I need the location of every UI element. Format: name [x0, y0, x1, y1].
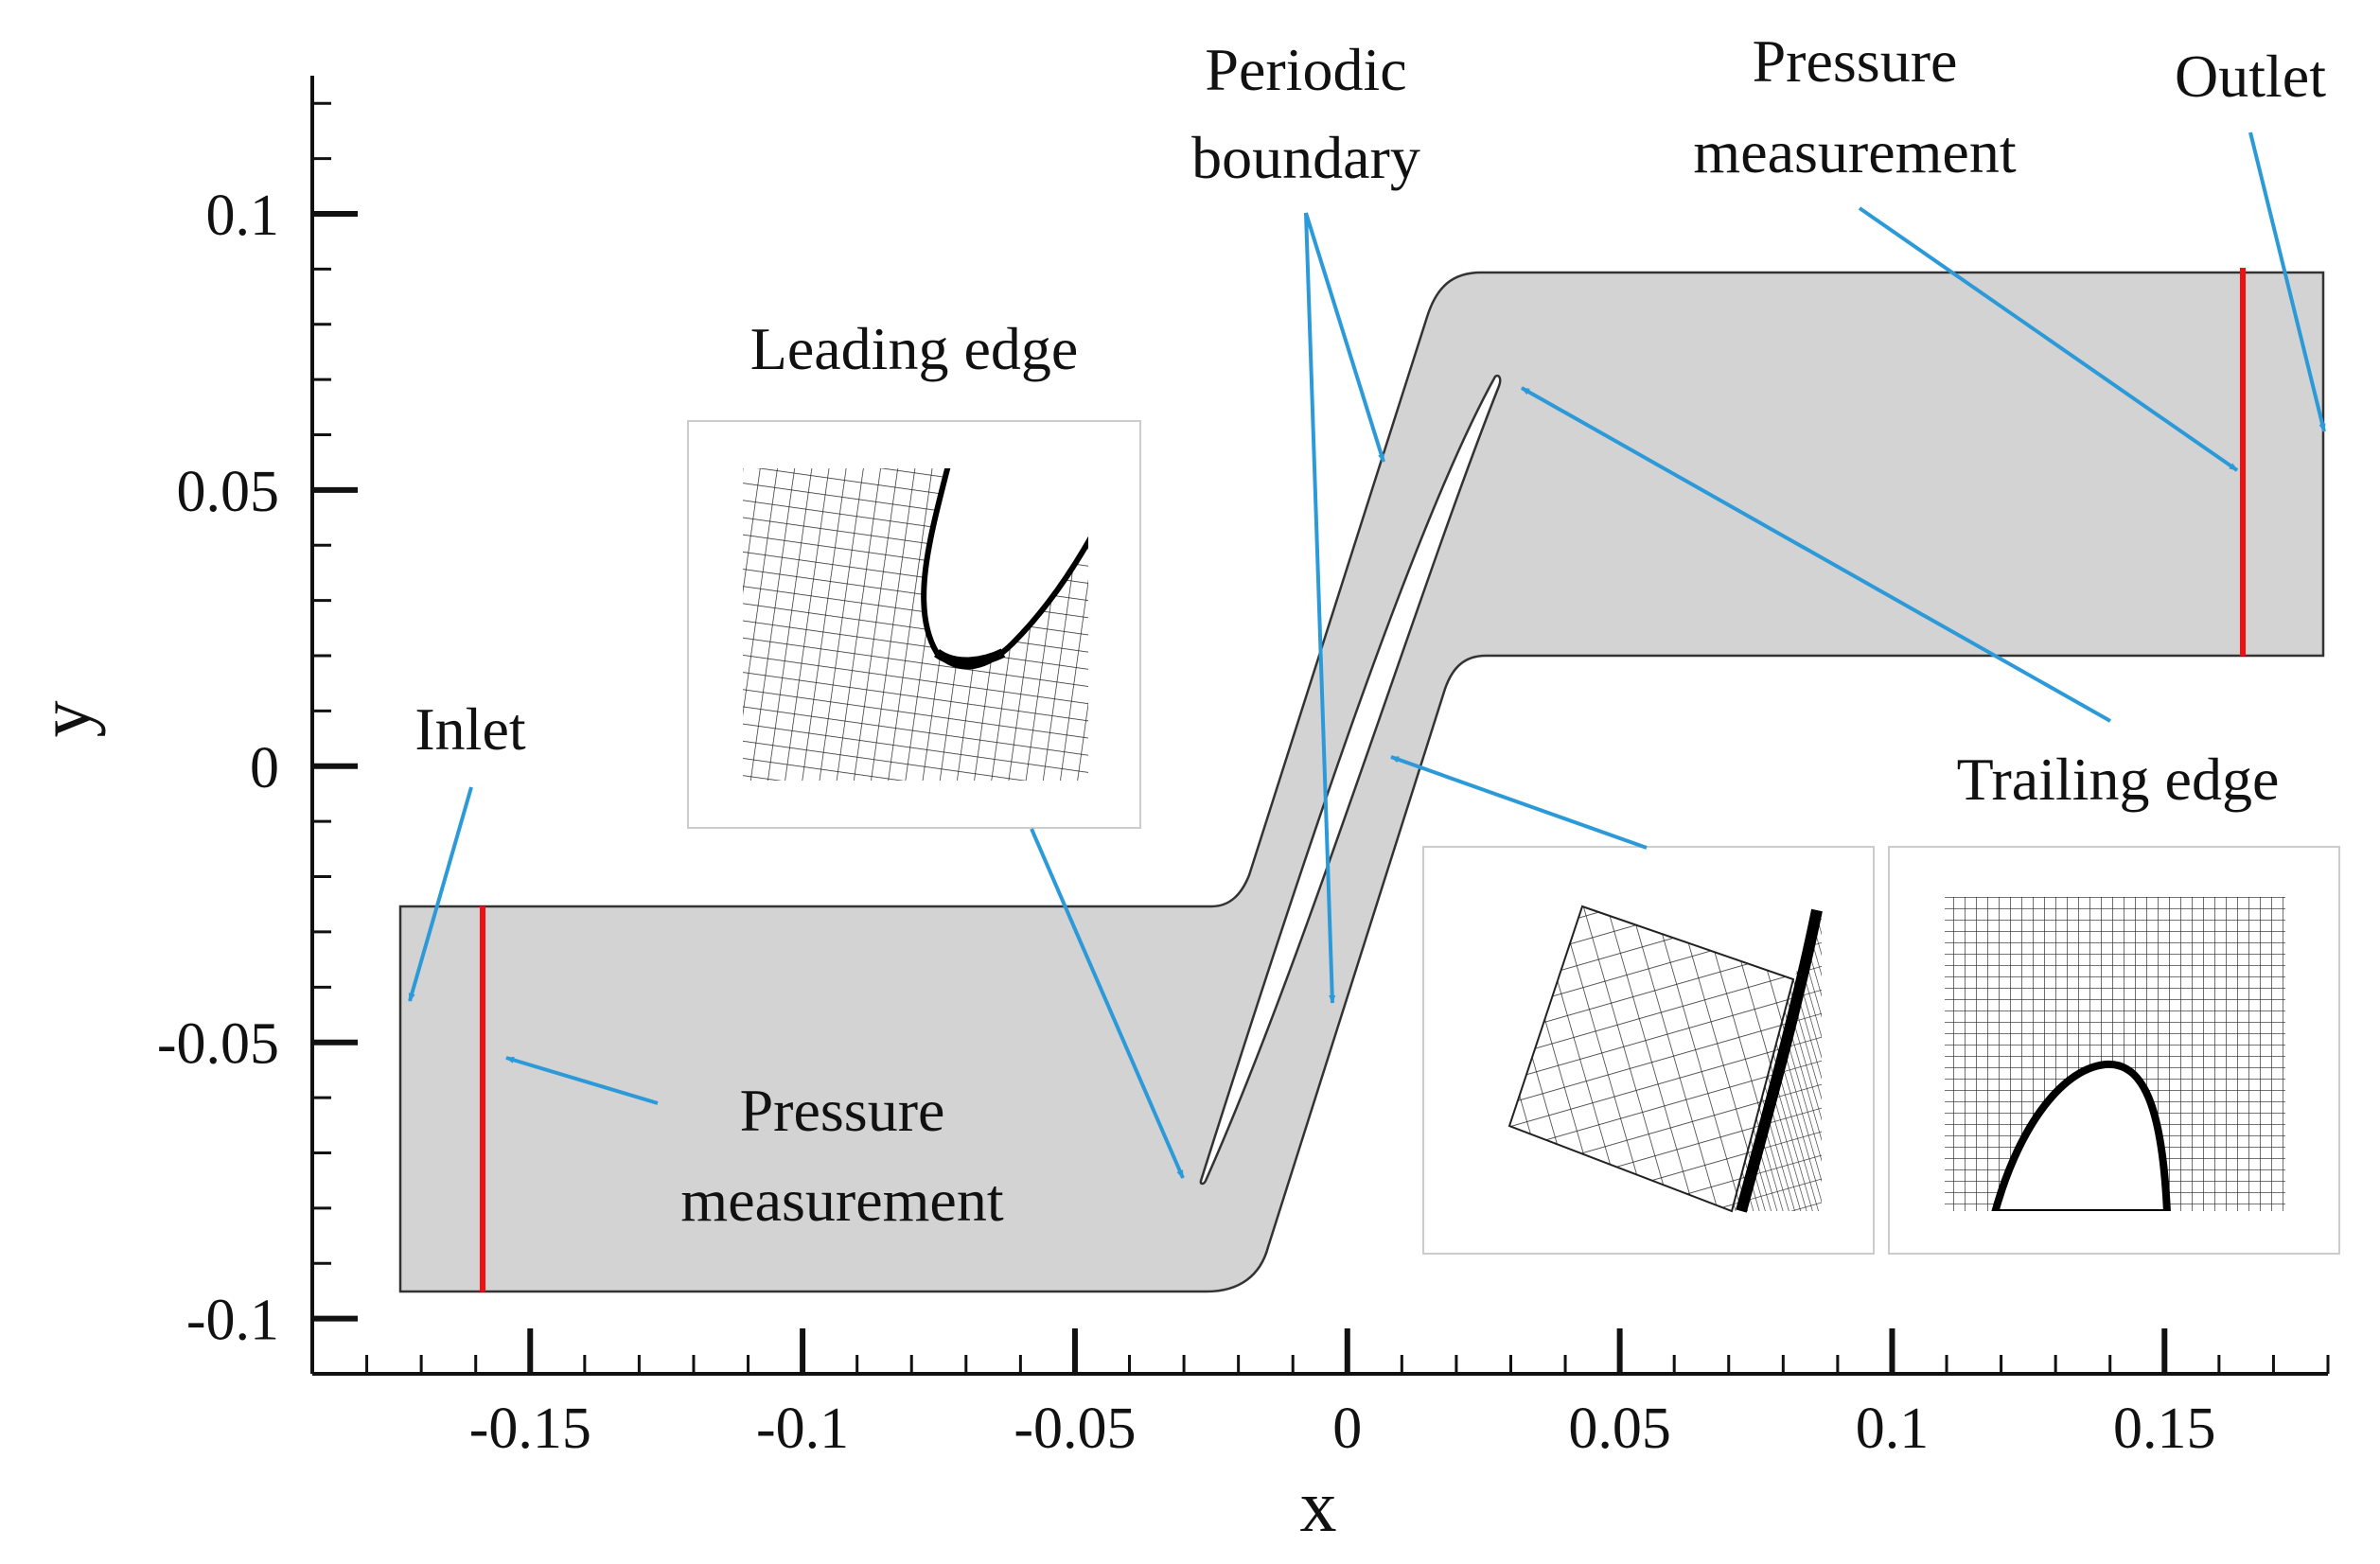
arrow-pressure-top: [1858, 206, 2239, 472]
label-pressure-top-1: Pressure: [1753, 27, 1958, 95]
trailing-edge-inset-1: [1422, 846, 1875, 1255]
y-tick-label: 0: [250, 736, 279, 800]
label-leading-edge: Leading edge: [750, 315, 1079, 382]
label-periodic-boundary-2: boundary: [1191, 124, 1420, 191]
x-tick-label: 0.05: [1568, 1397, 1671, 1461]
axes: -0.15 -0.1 -0.05 0 0.05 0.1 0.15 0.1 0.05 0 -0.05…: [24, 76, 2330, 1547]
arrow-trailing-edge: [1521, 386, 2111, 723]
arrow-periodic-upper: [1304, 212, 1385, 463]
arrow-pressure-bottom: [505, 1056, 659, 1105]
x-tick-label: -0.05: [1014, 1397, 1136, 1461]
label-outlet: Outlet: [2175, 43, 2326, 110]
y-tick-label: 0.05: [177, 460, 280, 524]
x-tick-label: 0.1: [1856, 1397, 1930, 1461]
label-inlet: Inlet: [414, 695, 526, 763]
label-trailing-edge: Trailing edge: [1957, 746, 2280, 813]
label-pressure-top-2: measurement: [1693, 118, 2016, 185]
annotation-labels: Periodic boundary Pressure measurement O…: [414, 27, 2326, 1234]
x-tick-label: -0.15: [469, 1397, 591, 1461]
label-periodic-boundary-1: Periodic: [1205, 36, 1406, 103]
arrow-inlet: [408, 786, 473, 1002]
arrow-outlet: [2248, 132, 2326, 432]
arrow-leading-edge: [1030, 828, 1185, 1179]
arrow-periodic-lower: [1304, 212, 1336, 1004]
leading-edge-inset: [687, 420, 1141, 829]
x-tick-label: -0.1: [756, 1397, 849, 1461]
x-minor-ticks: [310, 1355, 2330, 1374]
y-tick-label: -0.1: [186, 1289, 279, 1353]
label-pressure-bottom-1: Pressure: [740, 1077, 945, 1144]
y-major-ticks: 0.1 0.05 0 -0.05 -0.1: [157, 184, 358, 1353]
x-axis-title: x: [1300, 1465, 1337, 1547]
x-tick-label: 0: [1332, 1397, 1362, 1461]
y-axis-title: y: [24, 701, 106, 738]
label-pressure-bottom-2: measurement: [680, 1167, 1003, 1234]
flow-domain: [398, 271, 2325, 1293]
y-minor-ticks: [312, 101, 331, 1376]
annotation-arrows: [408, 132, 2326, 1179]
arrow-trailing-edge-tip: [1390, 755, 1648, 850]
y-tick-label: -0.05: [157, 1012, 279, 1077]
x-major-ticks: -0.15 -0.1 -0.05 0 0.05 0.1 0.15: [469, 1328, 2216, 1461]
x-tick-label: 0.15: [2113, 1397, 2216, 1461]
trailing-edge-1-boundary: [1736, 908, 1823, 1213]
trailing-edge-inset-2: [1888, 846, 2340, 1255]
trailing-edge-2-airfoil: [1991, 1060, 2171, 1211]
y-tick-label: 0.1: [206, 184, 280, 248]
